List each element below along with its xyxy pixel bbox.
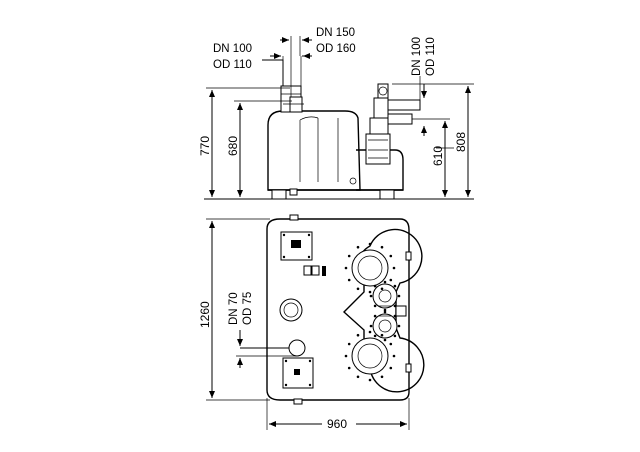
bolt [380, 287, 384, 291]
bolt [344, 354, 348, 358]
bolt [373, 304, 377, 308]
label-inlet-top-dn: DN 100 [213, 43, 252, 55]
tank-body [267, 110, 361, 191]
dim-width: 960 [327, 417, 347, 431]
bolt [383, 308, 387, 312]
bolt [356, 333, 360, 337]
tank-bolt [349, 177, 357, 185]
tank-drain-valve [289, 188, 298, 196]
inlet-pipe-top [289, 96, 303, 113]
bolt [389, 278, 393, 282]
bolt [392, 266, 396, 270]
bolt [389, 254, 393, 258]
pump-housing [365, 133, 391, 165]
bolt [389, 342, 393, 346]
bolt [389, 366, 393, 370]
label-inlet-low-dn: DN 70 [228, 292, 240, 325]
pump-chamber-outline [342, 228, 425, 393]
bolt [368, 330, 372, 334]
label-outlet-dn: DN 100 [411, 37, 423, 76]
bolt [393, 334, 397, 338]
bolt [373, 284, 377, 288]
bolt [397, 294, 401, 298]
bolt [380, 333, 384, 337]
inlet-low-opening [288, 339, 306, 357]
tank-panel-lines [299, 118, 339, 182]
bolt [368, 378, 372, 382]
bolt [368, 290, 372, 294]
bolt [392, 354, 396, 358]
bolt [347, 342, 351, 346]
bolt [393, 284, 397, 288]
pump-valve [373, 97, 389, 119]
tank-right-body [356, 149, 404, 191]
bolt [369, 324, 373, 328]
dim-overall-height: 770 [198, 136, 212, 156]
label-outlet-od: OD 110 [425, 37, 437, 76]
tank-outline [266, 218, 410, 401]
pump-upper-flange [351, 249, 389, 287]
pump-top [377, 83, 389, 99]
outlet-pipe-upper [387, 99, 421, 111]
bolt [397, 324, 401, 328]
access-panel-lower [282, 357, 314, 389]
dim-length: 1260 [198, 301, 212, 328]
bolt [383, 280, 387, 284]
pump-lower-flange [351, 337, 389, 375]
label-inlet-low-od: OD 75 [242, 292, 254, 325]
bolt [347, 366, 351, 370]
bolt [393, 314, 397, 318]
bolt [356, 375, 360, 379]
bolt [356, 245, 360, 249]
bolt [347, 278, 351, 282]
bolt [380, 245, 384, 249]
bolt [373, 314, 377, 318]
bolt [368, 242, 372, 246]
valve-upper [372, 283, 398, 309]
dim-outlet-height: 610 [431, 146, 445, 166]
outlet-pipe-lower [387, 113, 413, 125]
bolt [373, 334, 377, 338]
tank-foot-right [379, 189, 395, 200]
bolt [344, 266, 348, 270]
bolt-ring [344, 242, 401, 382]
pump-motor [369, 117, 389, 135]
bolt [393, 304, 397, 308]
bolt [383, 310, 387, 314]
bolt [380, 375, 384, 379]
bolt [347, 254, 351, 258]
tank-foot-left [271, 189, 287, 200]
label-vent-od: OD 160 [316, 43, 356, 55]
bolt [383, 338, 387, 342]
bolt [369, 294, 373, 298]
valve-lower [372, 313, 398, 339]
dim-inlet-height: 680 [226, 136, 240, 156]
label-inlet-top-od: OD 110 [213, 59, 252, 71]
side-view [204, 36, 474, 200]
top-view [206, 214, 425, 430]
dim-pump-height: 808 [454, 132, 468, 152]
label-vent-dn: DN 150 [316, 27, 355, 39]
vent-opening [279, 298, 303, 322]
bolt [356, 287, 360, 291]
